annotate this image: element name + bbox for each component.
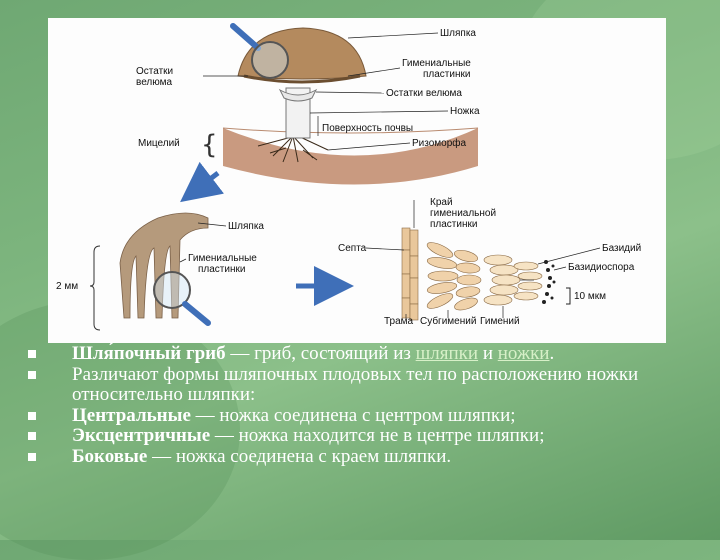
link-nozhki[interactable]: ножки bbox=[497, 343, 550, 364]
label-basidium: Базидий bbox=[602, 243, 641, 254]
label-edge-1: Край bbox=[430, 197, 453, 208]
bullet-item: .Боковые — ножка соединена с краем шляпк… bbox=[28, 446, 708, 468]
label-trama: Трама bbox=[384, 316, 414, 327]
diagram-svg: Остатки велюма Мицелий { Шляпка Гимениал… bbox=[56, 23, 641, 331]
mycelium-roots bbox=[257, 135, 329, 163]
label-hymenium: Гимений bbox=[480, 316, 520, 327]
bullet-marker-icon: . bbox=[28, 411, 36, 420]
label-velum-remnants-left-2: велюма bbox=[136, 77, 173, 88]
bullet-marker-icon: . bbox=[28, 432, 36, 440]
label-gills-2: пластинки bbox=[198, 264, 245, 275]
bullet-marker-icon: . bbox=[28, 452, 36, 461]
fungus-diagram: Остатки велюма Мицелий { Шляпка Гимениал… bbox=[48, 18, 666, 343]
bullet-item: .Центральные — ножка соединена с центром… bbox=[28, 405, 708, 427]
label-basidiospore: Базидиоспора bbox=[568, 262, 635, 273]
label-rhizomorph: Ризоморфа bbox=[412, 137, 467, 149]
label-cap-2: Шляпка bbox=[228, 221, 264, 232]
bullet-item: .Шля́почный гриб — гриб, состоящий из шл… bbox=[28, 343, 708, 365]
scale-brace bbox=[89, 245, 101, 331]
label-subhymenium: Субгимений bbox=[420, 315, 476, 327]
arrow-icon bbox=[180, 161, 224, 203]
magnifier-icon bbox=[153, 271, 211, 326]
cap-gills bbox=[243, 74, 361, 84]
subhymenium-cells bbox=[426, 242, 482, 311]
label-soil-surface: Поверхность почвы bbox=[322, 123, 413, 134]
label-hymenial-2: Гимениальные bbox=[188, 253, 257, 264]
label-septum: Септа bbox=[338, 243, 367, 254]
basidiospores bbox=[542, 260, 556, 304]
bullet-list: .Шля́почный гриб — гриб, состоящий из шл… bbox=[28, 343, 708, 468]
trama-cells bbox=[401, 227, 419, 321]
label-hymenial-1: Гимениальные bbox=[402, 58, 471, 69]
label-edge-2: гимениальной bbox=[430, 208, 496, 219]
label-edge-3: пластинки bbox=[430, 219, 477, 230]
label-velum-remnants-left: Остатки bbox=[136, 66, 173, 77]
soil-surface bbox=[222, 127, 479, 134]
hymenium-basidia bbox=[483, 254, 543, 306]
cap bbox=[237, 27, 367, 80]
soil-layer bbox=[223, 128, 478, 185]
bullet-item: .Эксцентричные — ножка находится не в це… bbox=[28, 425, 708, 447]
background-leaf-shape bbox=[0, 300, 240, 560]
bullet-item: .Различают формы шляпочных плодовых тел … bbox=[28, 364, 708, 406]
label-gills-1: пластинки bbox=[423, 69, 470, 80]
magnifier-icon bbox=[230, 23, 289, 79]
bullet-marker-icon: . bbox=[28, 370, 36, 379]
label-stipe: Ножка bbox=[450, 106, 480, 117]
brace-mycelium: { bbox=[201, 130, 218, 160]
label-scale-2mm: 2 мм bbox=[56, 281, 78, 292]
label-mycelium: Мицелий bbox=[138, 138, 180, 149]
gill-section bbox=[119, 212, 209, 319]
label-velum-remnants-right: Остатки велюма bbox=[386, 88, 462, 99]
link-shlyapki[interactable]: шляпки bbox=[415, 343, 479, 364]
bullet-marker-icon: . bbox=[28, 350, 36, 358]
scale-bracket bbox=[566, 287, 571, 305]
label-scale-10um: 10 мкм bbox=[574, 291, 606, 302]
label-cap: Шляпка bbox=[440, 28, 476, 39]
velum-ring bbox=[278, 88, 318, 102]
